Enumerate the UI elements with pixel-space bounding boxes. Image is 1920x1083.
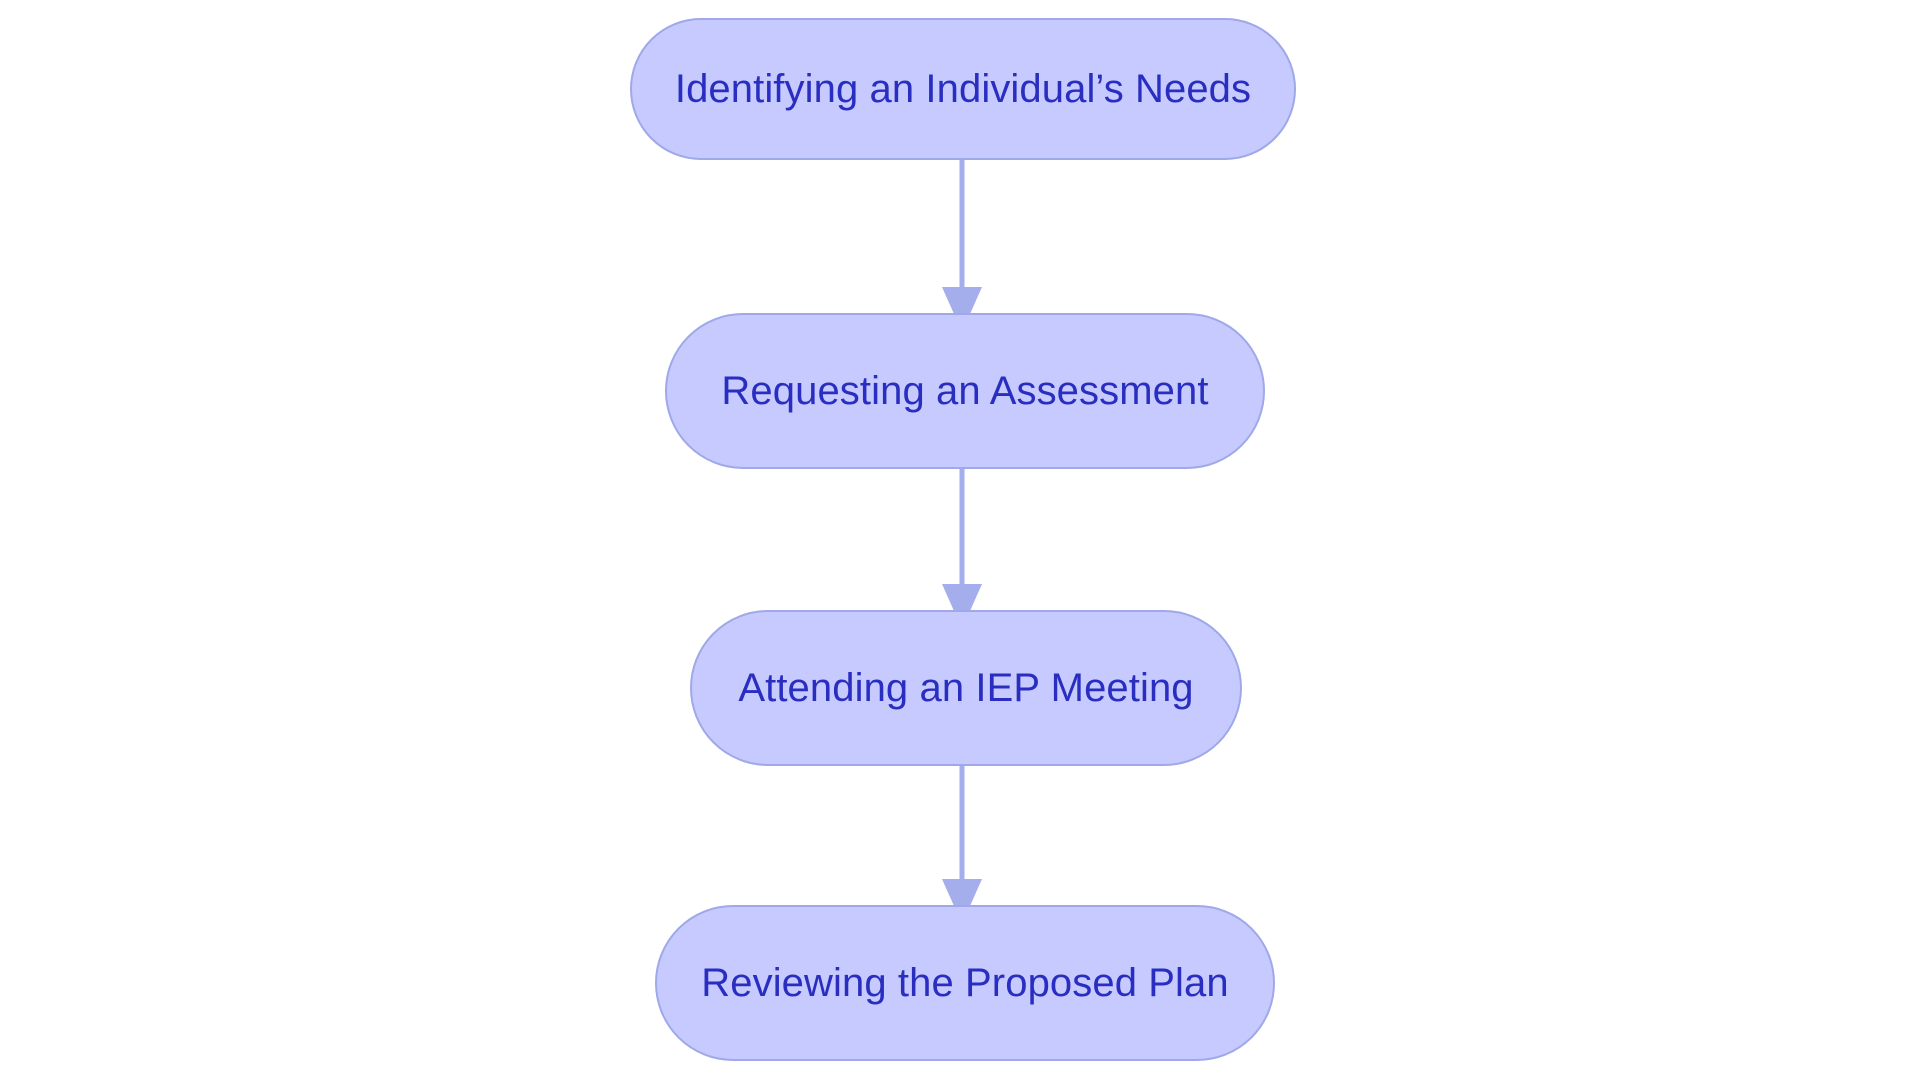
- flow-node-identifying-needs[interactable]: Identifying an Individual’s Needs: [630, 18, 1296, 160]
- flow-node-attending-iep-meeting[interactable]: Attending an IEP Meeting: [690, 610, 1242, 766]
- flow-node-requesting-assessment[interactable]: Requesting an Assessment: [665, 313, 1265, 469]
- flow-node-label: Requesting an Assessment: [721, 369, 1209, 413]
- flow-node-label: Reviewing the Proposed Plan: [701, 961, 1229, 1005]
- flow-node-reviewing-proposed-plan[interactable]: Reviewing the Proposed Plan: [655, 905, 1275, 1061]
- flow-node-label: Attending an IEP Meeting: [738, 666, 1194, 710]
- flow-node-label: Identifying an Individual’s Needs: [674, 67, 1252, 111]
